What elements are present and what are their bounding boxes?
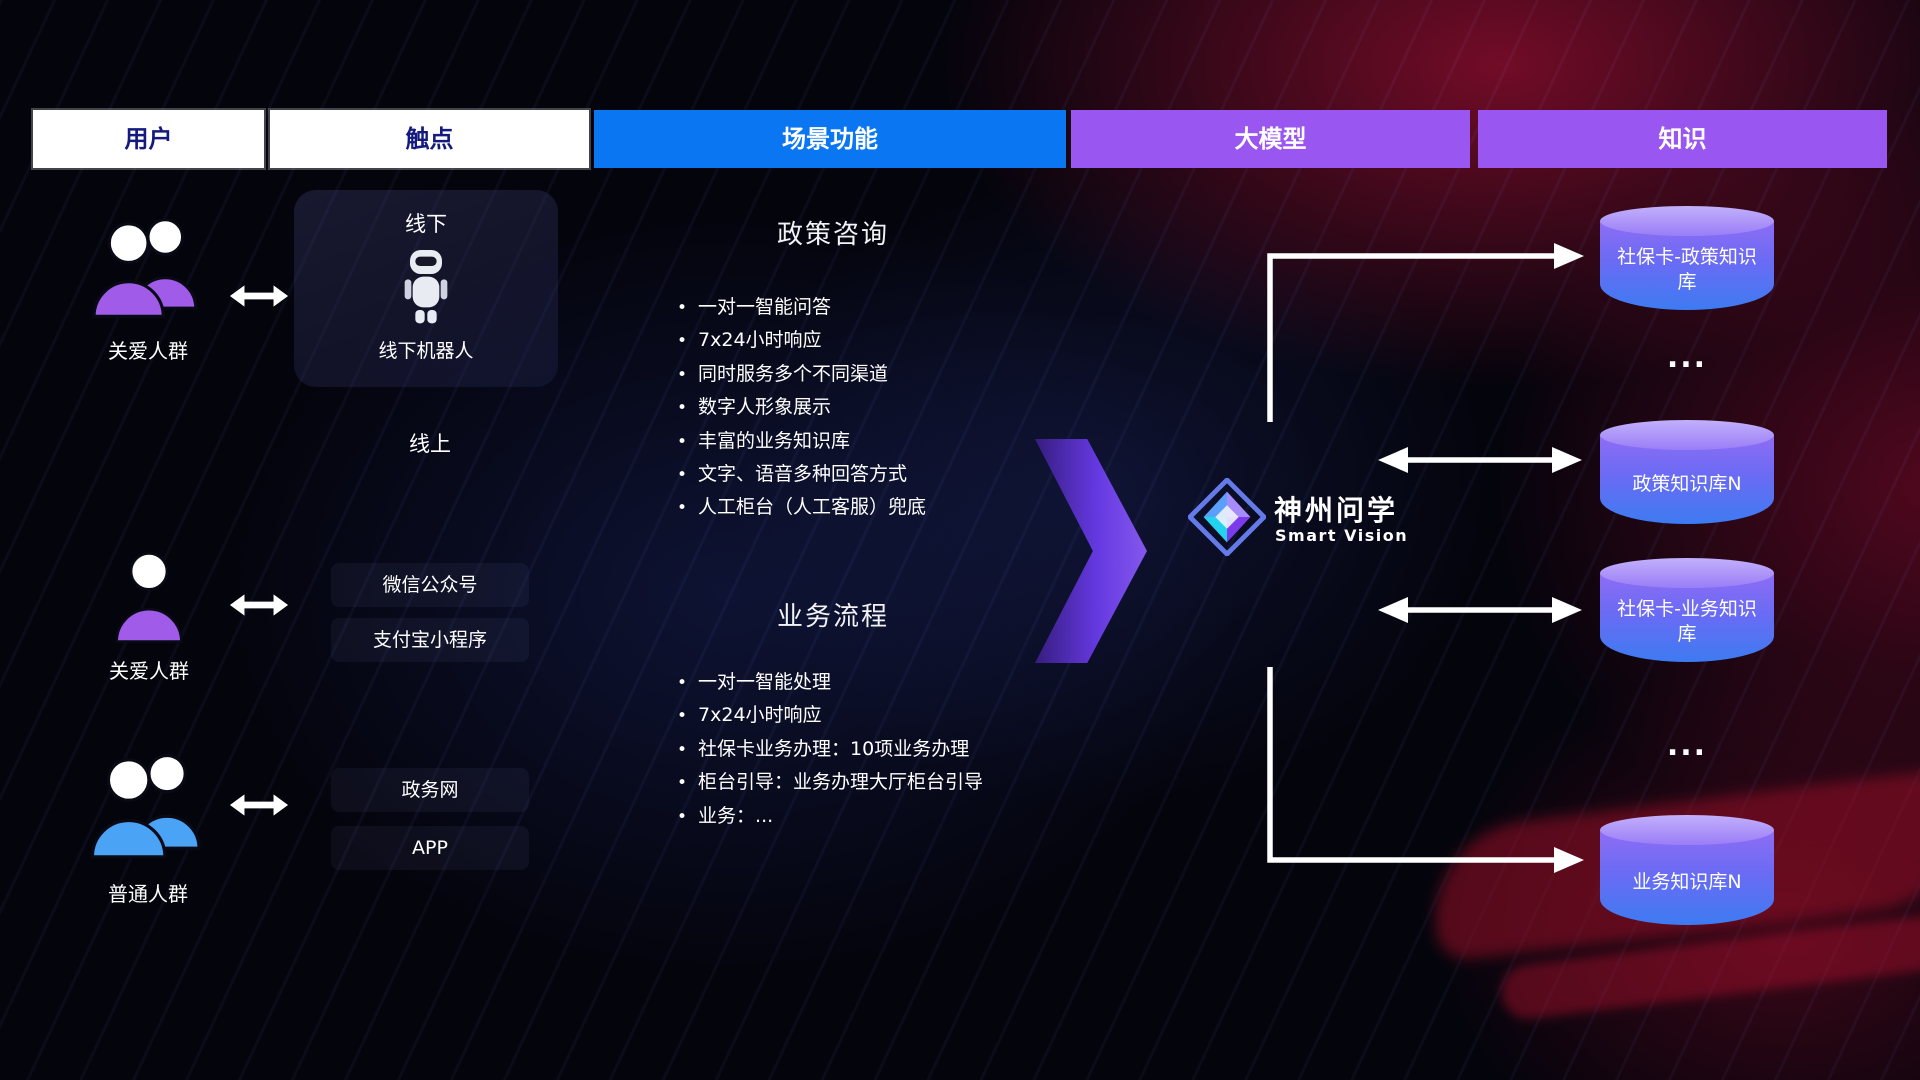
policy-item: 文字、语音多种回答方式: [677, 458, 926, 491]
policy-item: 一对一智能问答: [677, 291, 926, 324]
brand-name: 神州问学: [1274, 494, 1399, 527]
cylinder-cap: [1600, 815, 1774, 845]
column-header-model: 大模型: [1071, 110, 1470, 168]
policy-item: 丰富的业务知识库: [677, 425, 926, 458]
business-item: 柜台引导：业务办理大厅柜台引导: [677, 766, 983, 799]
knowledge-label: 政策知识库N: [1632, 472, 1742, 495]
user-label-care-group: 关爱人群: [108, 339, 188, 363]
knowledge-cylinder-policy-ssc: 社保卡-政策知识库: [1600, 206, 1774, 310]
knowledge-cylinder-business-ssc: 社保卡-业务知识库: [1600, 558, 1774, 662]
policy-item: 人工柜台（人工客服）兜底: [677, 491, 926, 524]
touchpoint-wechat: 微信公众号: [331, 563, 529, 607]
cylinder-cap: [1600, 206, 1774, 236]
robot-icon: [404, 250, 448, 324]
cylinder-body: [1600, 830, 1774, 925]
policy-section-title: 政策咨询: [776, 220, 889, 250]
column-header-knowledge: 知识: [1478, 110, 1887, 168]
knowledge-label: 业务知识库N: [1632, 870, 1742, 893]
user-label-general-group: 普通人群: [108, 882, 188, 906]
business-feature-list: 一对一智能处理 7x24小时响应 社保卡业务办理：10项业务办理 柜台引导：业务…: [677, 666, 983, 833]
bidirectional-arrow-icon: [229, 794, 289, 816]
business-item: 社保卡业务办理：10项业务办理: [677, 733, 983, 766]
user-label-care-single: 关爱人群: [109, 659, 189, 683]
knowledge-cylinder-policy-n: 政策知识库N: [1600, 420, 1774, 524]
offline-title: 线下: [405, 212, 447, 236]
user-group-purple-icon: [92, 218, 198, 318]
touchpoint-app: APP: [331, 826, 529, 870]
column-header-scenario: 场景功能: [594, 110, 1066, 168]
policy-item: 同时服务多个不同渠道: [677, 358, 926, 391]
policy-item: 数字人形象展示: [677, 391, 926, 424]
business-item: 7x24小时响应: [677, 699, 983, 732]
bidirectional-arrow-icon: [229, 594, 289, 616]
column-header-touchpoint: 触点: [270, 110, 589, 168]
ellipsis-more-1: ...: [1666, 340, 1708, 375]
offline-touchpoint-panel: 线下 线下机器人: [294, 190, 558, 387]
policy-item: 7x24小时响应: [677, 324, 926, 357]
knowledge-label: 社保卡-政策知识库: [1617, 246, 1757, 293]
business-section-title: 业务流程: [776, 602, 889, 632]
policy-feature-list: 一对一智能问答 7x24小时响应 同时服务多个不同渠道 数字人形象展示 丰富的业…: [677, 291, 926, 525]
business-item: 业务：...: [677, 800, 983, 833]
user-single-purple-icon: [115, 552, 183, 643]
brand-logo-icon: [1188, 478, 1266, 556]
column-header-user: 用户: [33, 110, 264, 168]
cylinder-cap: [1600, 420, 1774, 450]
touchpoint-alipay: 支付宝小程序: [331, 618, 529, 662]
business-item: 一对一智能处理: [677, 666, 983, 699]
touchpoint-govweb: 政务网: [331, 768, 529, 812]
ellipsis-more-2: ...: [1666, 728, 1708, 763]
online-title: 线上: [409, 432, 451, 456]
knowledge-cylinder-business-n: 业务知识库N: [1600, 815, 1774, 925]
flow-arrow-icon: [1035, 439, 1147, 663]
brand-subtitle: Smart Vision: [1275, 526, 1409, 545]
bidirectional-arrow-icon: [229, 285, 289, 307]
user-group-blue-icon: [90, 753, 201, 859]
knowledge-label: 社保卡-业务知识库: [1617, 598, 1757, 645]
offline-robot-label: 线下机器人: [378, 340, 474, 362]
cylinder-cap: [1600, 558, 1774, 588]
